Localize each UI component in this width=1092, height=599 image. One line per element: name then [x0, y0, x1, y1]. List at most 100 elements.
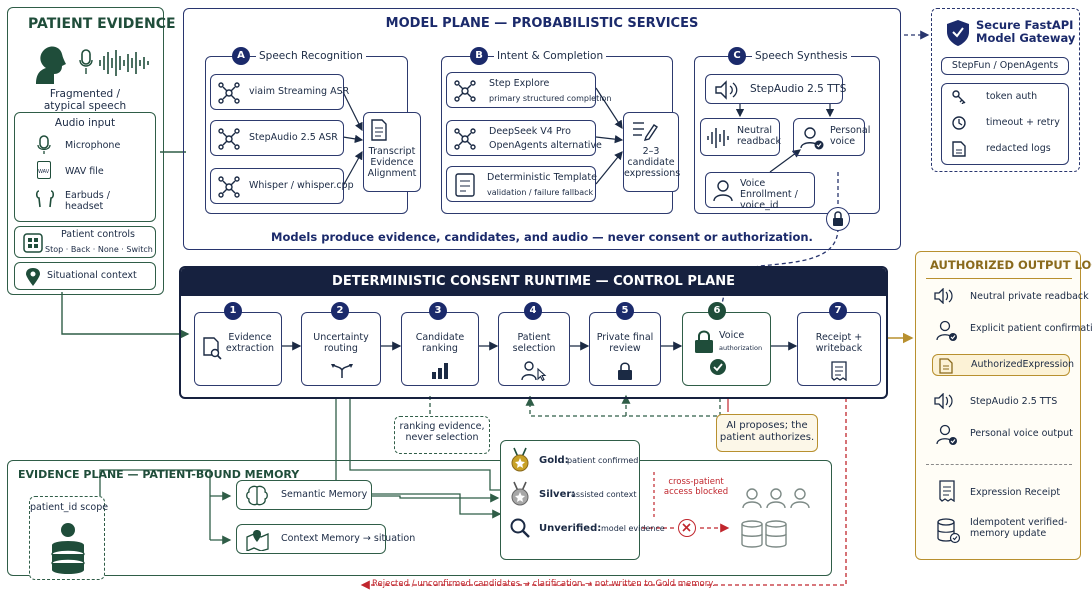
output-loop-title: AUTHORIZED OUTPUT LOOP — [930, 258, 1092, 272]
database-check-icon — [937, 518, 960, 544]
document-icon — [939, 358, 953, 374]
asr-viaim: viaim Streaming ASR — [210, 74, 349, 110]
asr-whisper: Whisper / whisper.cpp — [210, 168, 354, 204]
silver-tier-label: Silver: — [539, 489, 576, 500]
speaker-icon — [715, 80, 738, 100]
brain-icon — [246, 485, 268, 506]
wav-file-icon: WAV — [37, 161, 51, 179]
deepseek: DeepSeek V4 Pro OpenAgents alternative — [446, 120, 602, 156]
step-1-badge: 1 — [224, 302, 242, 320]
waveform-icon — [707, 128, 729, 148]
person-icon — [713, 180, 733, 202]
output-step-2: Explicit patient confirmation — [970, 323, 1092, 334]
semantic-memory-box: Semantic Memory — [236, 480, 372, 510]
gold-tier-label: Gold: — [539, 455, 569, 466]
step-4-label: Patient selection — [512, 332, 556, 354]
network-icon — [218, 82, 240, 104]
step-3-label: Candidate ranking — [415, 332, 465, 354]
candidates-label: 2–3 candidate expressions — [624, 146, 681, 179]
patient-scope-box: patient_id scope — [29, 496, 108, 580]
patient-evidence-title: PATIENT EVIDENCE — [28, 16, 176, 32]
memory-tiers-box: Gold: patient confirmed Silver: assisted… — [500, 440, 665, 560]
context-memory-label: Context Memory → situation — [281, 533, 416, 544]
gateway-title: Secure FastAPI Model Gateway — [976, 18, 1076, 46]
badge-c: C — [728, 47, 746, 65]
neutral-readback-box: Neutral readback — [700, 118, 781, 156]
step-2-badge: 2 — [331, 302, 349, 320]
step-1: Evidence extraction — [194, 312, 282, 386]
model-plane-title: MODEL PLANE — PROBABILISTIC SERVICES — [385, 16, 699, 31]
runtime-header: DETERMINISTIC CONSENT RUNTIME — CONTROL … — [181, 268, 886, 296]
step-1-label: Evidence extraction — [225, 332, 275, 354]
template-title: Deterministic Template — [487, 172, 597, 183]
personal-voice-box: Personal voice — [793, 118, 870, 156]
step-7-badge: 7 — [829, 302, 847, 320]
controls-list: Stop · Back · None · Switch — [45, 245, 153, 254]
microphone-icon — [79, 49, 93, 74]
network-icon — [218, 128, 240, 150]
earbuds-label: Earbuds / headset — [65, 190, 110, 212]
cross-patient-note: cross-patient access blocked — [663, 477, 729, 497]
lock-icon — [618, 362, 632, 380]
patient-controls-box: Patient controls Stop · Back · None · Sw… — [14, 226, 156, 258]
patient-evidence-panel: PATIENT EVIDENCE Fragmented / atypical s… — [7, 7, 176, 295]
person-check-icon — [936, 320, 957, 341]
output-step-7: Idempotent verified- memory update — [970, 517, 1068, 539]
output-step-6: Expression Receipt — [970, 487, 1061, 498]
asr-whisper-label: Whisper / whisper.cpp — [249, 180, 354, 191]
tts-label: StepAudio 2.5 TTS — [750, 83, 847, 95]
step-6-badge: 6 — [708, 302, 726, 320]
gateway-panel: Secure FastAPI Model Gateway StepFun / O… — [931, 8, 1080, 172]
blocked-icon — [678, 519, 696, 537]
document-icon — [371, 119, 387, 141]
gateway-tag-label: StepFun / OpenAgents — [951, 60, 1059, 71]
bar-chart-icon — [432, 363, 448, 379]
receipt-icon — [831, 361, 847, 381]
split-arrow-icon — [331, 364, 353, 378]
semantic-memory-label: Semantic Memory — [281, 489, 368, 500]
gateway-item-1: token auth — [986, 91, 1038, 102]
ranking-note-box: ranking evidence, never selection — [394, 416, 490, 454]
asr-viaim-label: viaim Streaming ASR — [249, 86, 350, 97]
badge-b: B — [470, 47, 488, 65]
person-check-icon — [936, 424, 957, 445]
step-2: Uncertainty routing — [301, 312, 381, 386]
step-6-label: Voice — [719, 330, 745, 341]
gold-medal-icon — [511, 447, 529, 472]
speech-caption: Fragmented / atypical speech — [43, 88, 127, 113]
deepseek-title: DeepSeek V4 Pro — [489, 126, 571, 137]
microphone-icon — [37, 135, 51, 154]
output-step-3: AuthorizedExpression — [971, 359, 1075, 370]
patient-database-icon — [51, 523, 85, 574]
audio-input-box: Audio input Microphone WAV WAV file Earb… — [14, 112, 156, 222]
wav-file-label: WAV file — [65, 166, 104, 177]
silver-tier-sub: assisted context — [571, 490, 637, 499]
step-7-label: Receipt + writeback — [815, 332, 863, 354]
gateway-item-2: timeout + retry — [986, 117, 1060, 128]
clock-icon — [952, 116, 966, 130]
controls-icon — [23, 233, 43, 253]
silver-medal-icon — [511, 481, 529, 506]
waveform-icon — [99, 50, 149, 76]
intent-completion-title: Intent & Completion — [494, 50, 607, 63]
runtime-title: DETERMINISTIC CONSENT RUNTIME — CONTROL … — [332, 274, 735, 289]
tts-box: StepAudio 2.5 TTS — [705, 74, 847, 104]
speech-synthesis-title: Speech Synthesis — [752, 50, 851, 63]
evidence-plane-title: EVIDENCE PLANE — PATIENT-BOUND MEMORY — [18, 468, 300, 481]
asr-stepaudio: StepAudio 2.5 ASR — [210, 120, 344, 156]
step-5-label: Private final review — [596, 332, 654, 354]
speaker-icon — [934, 393, 953, 409]
rejected-note: Rejected / unconfirmed candidates → clar… — [372, 579, 715, 589]
key-icon — [952, 90, 966, 104]
network-icon — [454, 80, 476, 102]
speaking-head-icon — [36, 46, 66, 84]
location-pin-icon — [26, 268, 40, 286]
step-5-badge: 5 — [616, 302, 634, 320]
badge-a: A — [232, 47, 250, 65]
step-explore-title: Step Explore — [489, 78, 550, 89]
neutral-readback-label: Neutral readback — [737, 125, 781, 147]
template-icon — [455, 173, 475, 197]
authorized-expression-box: AuthorizedExpression — [932, 354, 1074, 376]
output-step-5: Personal voice output — [970, 428, 1073, 439]
person-pointer-icon — [521, 361, 547, 381]
